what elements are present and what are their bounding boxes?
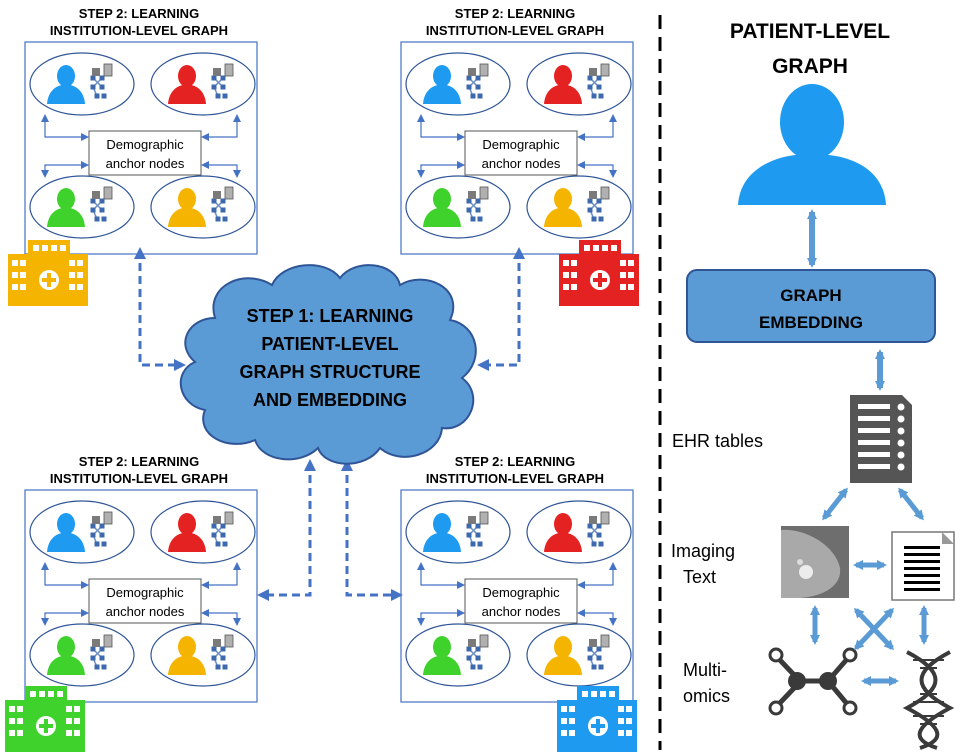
panel-title-line-2: INSTITUTION-LEVEL GRAPH [50, 23, 228, 38]
patient-graph-title-line-2: GRAPH [772, 55, 848, 78]
patient-node [526, 175, 632, 239]
patient-node [405, 623, 511, 687]
patient-person-icon [738, 84, 886, 205]
patient-node [29, 175, 135, 239]
imaging-icon [781, 526, 849, 598]
anchor-label-line-1: Demographic [482, 137, 560, 152]
ehr-table-icon [850, 395, 912, 483]
institution-panel-bottom-left: STEP 2: LEARNING INSTITUTION-LEVEL GRAPH D… [5, 454, 258, 752]
embedding-line-2: EMBEDDING [759, 313, 863, 332]
patient-node [150, 52, 256, 116]
institution-panel-top-left: STEP 2: LEARNING INSTITUTION-LEVEL GRAPH D… [8, 6, 258, 306]
anchor-label-line-2: anchor nodes [482, 604, 561, 619]
hospital-icon [5, 686, 85, 752]
demographic-anchor-box [88, 578, 202, 624]
text-document-icon [891, 531, 955, 601]
patient-node [526, 623, 632, 687]
hospital-icon [557, 686, 637, 752]
patient-node [405, 500, 511, 564]
anchor-label-line-2: anchor nodes [482, 156, 561, 171]
cloud-line-4: AND EMBEDDING [253, 390, 407, 410]
patient-node [150, 175, 256, 239]
anchor-links [41, 114, 241, 178]
learning-cloud: STEP 1: LEARNING PATIENT-LEVEL GRAPH STR… [179, 264, 477, 465]
demographic-anchor-box [464, 578, 578, 624]
anchor-label-line-1: Demographic [482, 585, 560, 600]
anchor-links [417, 114, 617, 178]
anchor-label-line-2: anchor nodes [106, 156, 185, 171]
patient-graph-title-line-1: PATIENT-LEVEL [730, 20, 890, 43]
panel-title-line-1: STEP 2: LEARNING [79, 454, 199, 469]
panel-title-line-1: STEP 2: LEARNING [455, 6, 575, 21]
cloud-line-1: STEP 1: LEARNING [247, 306, 414, 326]
graph-embedding-box: GRAPH EMBEDDING [686, 269, 936, 343]
connector-top-right [477, 247, 525, 371]
panel-title-line-2: INSTITUTION-LEVEL GRAPH [50, 471, 228, 486]
patient-node [526, 52, 632, 116]
embedding-line-1: GRAPH [780, 286, 841, 305]
patient-node [150, 623, 256, 687]
anchor-label-line-2: anchor nodes [106, 604, 185, 619]
multiomics-label-line-1: Multi- [683, 660, 727, 680]
institution-panel-top-right: STEP 2: LEARNING INSTITUTION-LEVEL GRAPH D… [400, 6, 639, 306]
patient-node [150, 500, 256, 564]
multiomics-label-line-2: omics [683, 686, 730, 706]
institution-panel-bottom-right: STEP 2: LEARNING INSTITUTION-LEVEL GRAPH D… [400, 454, 637, 752]
hospital-icon [8, 240, 88, 306]
panel-title-line-1: STEP 2: LEARNING [455, 454, 575, 469]
text-label: Text [683, 567, 716, 587]
patient-node [29, 500, 135, 564]
dashed-connectors [134, 247, 525, 601]
connector-top-left [134, 247, 186, 371]
panel-title-line-1: STEP 2: LEARNING [79, 6, 199, 21]
patient-node [405, 175, 511, 239]
anchor-links [41, 562, 241, 626]
panel-title-line-2: INSTITUTION-LEVEL GRAPH [426, 471, 604, 486]
hospital-icon [559, 240, 639, 306]
modality-arrows [810, 487, 929, 686]
dna-icon [902, 650, 955, 750]
demographic-anchor-box [464, 130, 578, 176]
ehr-label: EHR tables [672, 431, 763, 451]
patient-node [29, 52, 135, 116]
patient-level-section: PATIENT-LEVEL GRAPH GRAPH EMBEDDING [671, 20, 955, 750]
demographic-anchor-box [88, 130, 202, 176]
patient-node [526, 500, 632, 564]
patient-node [29, 623, 135, 687]
anchor-label-line-1: Demographic [106, 585, 184, 600]
panel-title-line-2: INSTITUTION-LEVEL GRAPH [426, 23, 604, 38]
anchor-links [417, 562, 617, 626]
cloud-line-3: GRAPH STRUCTURE [239, 362, 420, 382]
patient-node [405, 52, 511, 116]
anchor-label-line-1: Demographic [106, 137, 184, 152]
connector-bottom-left [257, 459, 316, 601]
cloud-line-2: PATIENT-LEVEL [261, 334, 398, 354]
connector-bottom-right [341, 459, 403, 601]
molecule-icon [768, 647, 858, 716]
imaging-label: Imaging [671, 541, 735, 561]
